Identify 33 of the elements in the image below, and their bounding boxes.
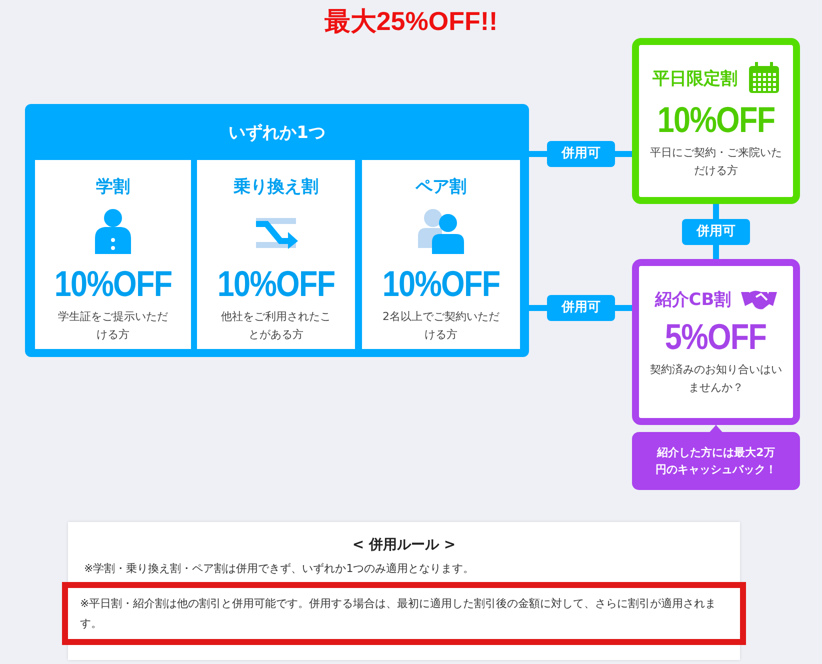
rule-note: ※平日割・紹介割は他の割引と併用可能です。併用する場合は、最初に適用した割引後の金額に対して、さらに割引が適用されます。 (80, 596, 718, 632)
discount-name: 紹介CB割 (654, 288, 732, 310)
discount-name: ペア割 (416, 176, 466, 198)
rule-note: ※学割・乗り換え割・ペア割は併用できず、いずれか1つのみ適用となります。 (84, 561, 476, 576)
discount-card (197, 160, 355, 349)
discount-rate: 10%OFF (382, 264, 500, 304)
description: 平日にご契約・ご来院いただける方 (650, 145, 782, 179)
discount-rate: 10%OFF (54, 264, 172, 304)
description: 契約済みのお知り合いはいませんか？ (650, 362, 782, 396)
discount-rate: 10%OFF (657, 100, 775, 140)
discount-card (632, 259, 800, 425)
callout-text: 紹介した方には最大2万円のキャッシュバック！ (654, 445, 778, 478)
title: 最大25%OFF!! (323, 5, 499, 38)
discount-card (35, 160, 191, 349)
discount-rate: 10%OFF (217, 264, 335, 304)
discount-name: 平日限定割 (652, 68, 738, 90)
discount-rate: 5%OFF (665, 316, 767, 356)
description: 学生証をご提示いただける方 (57, 309, 169, 343)
rules-heading: < 併用ルール > (351, 536, 457, 554)
discount-name: 乗り換え割 (234, 176, 318, 198)
discount-card (632, 38, 800, 204)
callout-bubble (632, 432, 800, 490)
group-panel (25, 104, 529, 357)
edge-label: 併用可 (547, 141, 615, 167)
edge-label: 併用可 (547, 295, 615, 321)
discount-name: 学割 (96, 176, 130, 198)
discount-card (362, 160, 520, 349)
arrow (707, 424, 725, 435)
edge-label: 併用可 (682, 219, 750, 245)
group-title: いずれか1つ (228, 122, 326, 144)
description: 2名以上でご契約いただける方 (382, 309, 500, 343)
description: 他社をご利用されたことがある方 (220, 309, 332, 343)
highlight-box (62, 582, 746, 645)
